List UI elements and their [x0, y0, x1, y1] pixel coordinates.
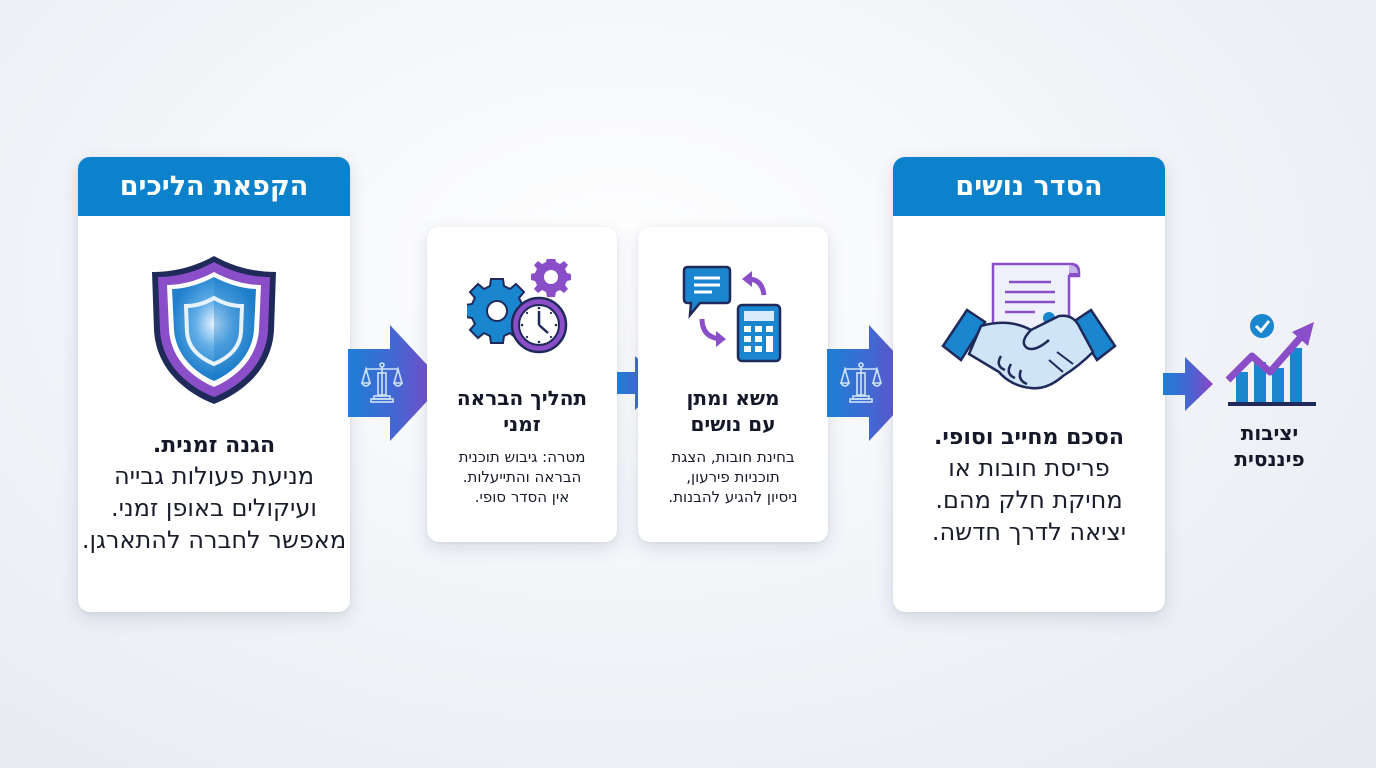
flow-arrow [1163, 357, 1213, 411]
stage-description-line: יציאה לדרך חדשה. [931, 518, 1127, 546]
stage-card-creditor-negotiation: משא ומתן עם נושים בחינת חובות, הצגת תוכנ… [638, 227, 828, 542]
stage-title: הסכם מחייב וסופי. [934, 425, 1124, 450]
stage-description-line: מניעת פעולות גבייה [113, 462, 314, 490]
stage-card-stay-of-proceedings: הקפאת הליכים הגנה זמנית. מניעת פעולות גב… [78, 157, 350, 612]
stage-header: הקפאת הליכים [78, 157, 350, 216]
chat-calculator-icon [682, 265, 782, 363]
final-label-line: יציבות [1240, 421, 1299, 445]
scales-of-justice-icon [839, 362, 883, 403]
stage-description-line: ועיקולים באופן זמני. [111, 494, 317, 522]
stage-title: הגנה זמנית. [152, 433, 276, 458]
stage-header: הסדר נושים [893, 157, 1165, 216]
stage-title-line: זמני [503, 412, 541, 436]
flow-arrow [348, 325, 444, 441]
stage-description-line: הבראה והתייעלות. [462, 468, 582, 486]
stage-description-line: אין הסדר סופי. [474, 488, 570, 506]
stage-title-line: משא ומתן [686, 386, 780, 410]
stage-card-creditor-arrangement: הסדר נושים הסכם מחייב וסופי. פריסת חובות… [893, 157, 1165, 612]
flow-arrow [827, 325, 923, 441]
stage-description-line: מחיקת חלק מהם. [935, 486, 1123, 514]
stage-description-line: פריסת חובות או [948, 454, 1110, 482]
stage-description-line: בחינת חובות, הצגת [671, 448, 795, 466]
stage-description-line: תוכניות פירעון, [686, 468, 780, 486]
growth-chart-check-icon [1225, 314, 1316, 406]
stage-title-line: עם נושים [690, 412, 776, 436]
scales-of-justice-icon [360, 362, 404, 403]
handshake-contract-icon [941, 262, 1117, 390]
stage-description-line: מטרה: גיבוש תוכנית [458, 448, 586, 466]
shield-icon [152, 256, 276, 404]
stage-description-line: ניסיון להגיע להבנות. [668, 488, 798, 506]
stage-card-temporary-recovery: תהליך הבראה זמני מטרה: גיבוש תוכנית הברא… [427, 227, 617, 542]
stage-title-line: תהליך הבראה [456, 386, 588, 410]
gears-clock-icon [467, 259, 571, 354]
final-label-line: פיננסית [1234, 447, 1305, 471]
stage-description-line: מאפשר לחברה להתארגן. [81, 526, 347, 554]
final-outcome: יציבות פיננסית [1212, 310, 1327, 472]
